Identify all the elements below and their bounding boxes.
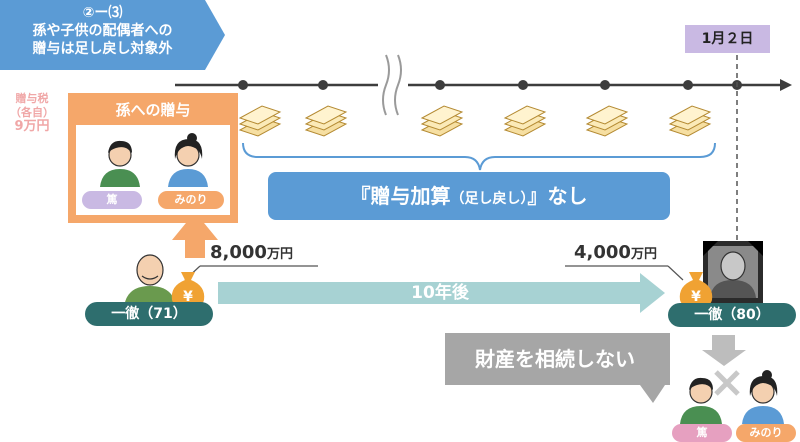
money-bag-icon: ¥	[171, 272, 205, 308]
add-back-main: 『贈与加算	[350, 184, 451, 208]
down-arrow-icon	[702, 335, 746, 366]
money-bundle-icon	[585, 105, 629, 137]
timeline-arrowhead	[780, 79, 792, 91]
money-bundle-icon	[503, 105, 547, 137]
section-number: ②ー⑶	[82, 5, 123, 21]
gift-box-title: 孫への贈与	[115, 101, 191, 119]
granddaughter-name-bottom: みのり	[736, 424, 796, 442]
timeline-dot	[683, 80, 693, 90]
section-banner: ②ー⑶ 孫や子供の配偶者への 贈与は足し戻し対象外	[0, 4, 205, 58]
section-title-line2: 贈与は足し戻し対象外	[32, 41, 173, 57]
timeline-dot	[238, 80, 248, 90]
timeline-break-mark	[382, 54, 390, 116]
person-before-label: 一徹（71）	[85, 302, 213, 326]
grandson-name-bottom: 篤	[672, 424, 732, 442]
yen-sign: ¥	[691, 289, 701, 305]
no-inherit-label: 財産を相続しない	[475, 347, 635, 371]
grandson-avatar-bottom	[680, 377, 722, 424]
timeline-dot	[600, 80, 610, 90]
add-back-tail: 』なし	[527, 184, 588, 208]
timeline-dot	[518, 80, 528, 90]
money-bundle-icon	[238, 105, 282, 137]
right-amount-value: 4,000	[574, 242, 631, 263]
money-bundle-icon	[304, 105, 348, 137]
tax-note-each: （各自）	[10, 106, 54, 119]
timeline-break-mark	[394, 54, 402, 116]
timeline-dot	[318, 80, 328, 90]
money-bundle-icon	[668, 105, 712, 137]
yen-sign: ¥	[183, 289, 193, 305]
tax-note: 贈与税 （各自） 9万円	[2, 92, 62, 134]
grandchildren-panel: 篤 みのり	[76, 125, 230, 215]
memorial-portrait-icon	[703, 241, 763, 303]
granddaughter-name: みのり	[158, 191, 224, 209]
money-bag-icon: ¥	[679, 272, 713, 308]
cross-icon	[714, 370, 740, 396]
right-amount: 4,000万円	[574, 242, 657, 263]
person-after-label: 一徹（80）	[668, 303, 796, 327]
tax-note-title: 贈与税	[15, 92, 49, 105]
up-arrow-icon	[172, 212, 218, 258]
right-amount-unit: 万円	[630, 247, 657, 262]
section-title-line1: 孫や子供の配偶者への	[32, 23, 173, 39]
brace-bracket	[242, 142, 716, 171]
timeline-dot	[435, 80, 445, 90]
years-later-label: 10年後	[411, 283, 469, 303]
gift-box: 孫への贈与 篤 みのり	[68, 93, 238, 223]
tax-note-amount: 9万円	[14, 119, 50, 134]
granddaughter-avatar	[168, 133, 208, 187]
left-amount-value: 8,000	[210, 242, 267, 263]
date-label: 1月２日	[685, 25, 770, 53]
grandson-name: 篤	[82, 191, 142, 209]
no-inherit-callout-shape	[445, 333, 670, 403]
add-back-paren: （足し戻し）	[450, 191, 528, 207]
grandson-avatar	[100, 140, 140, 187]
years-later-arrow	[218, 273, 665, 313]
left-amount-unit: 万円	[266, 247, 293, 262]
money-bundle-icon	[420, 105, 464, 137]
add-back-banner: 『贈与加算（足し戻し）』なし	[268, 172, 670, 220]
granddaughter-avatar-bottom	[742, 370, 784, 424]
section-banner-shape	[0, 0, 225, 70]
left-amount: 8,000万円	[210, 242, 293, 263]
